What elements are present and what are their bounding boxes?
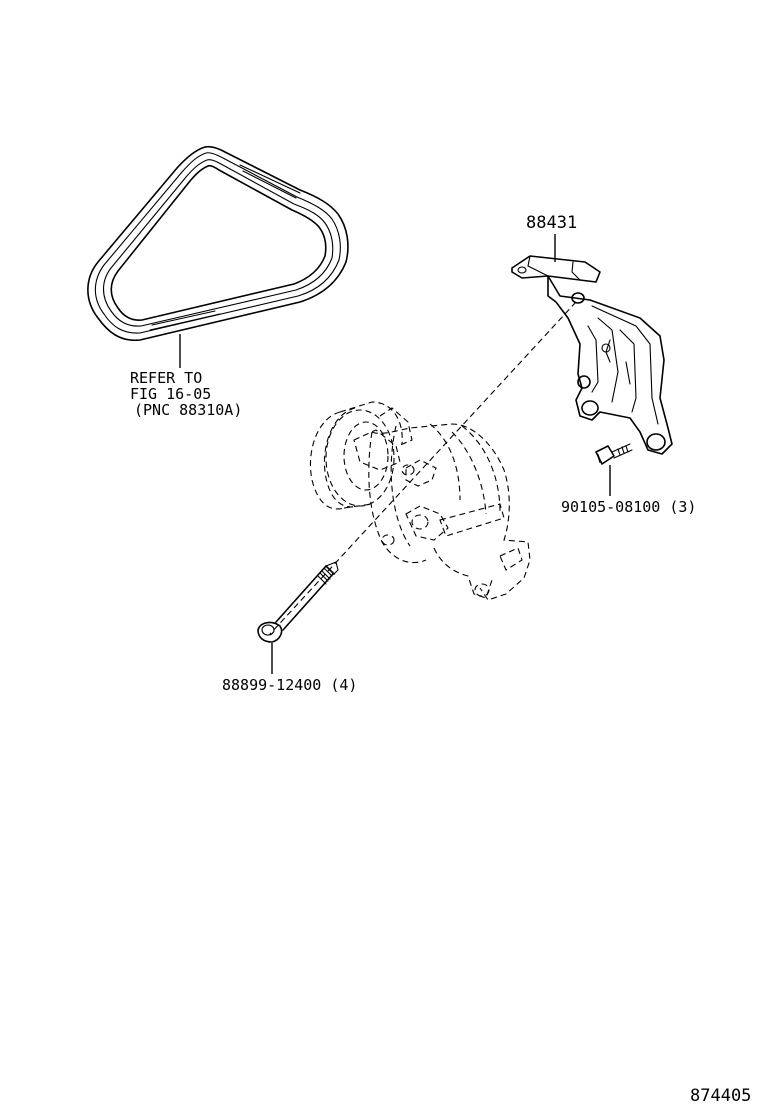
ac-compressor-phantom bbox=[309, 401, 531, 601]
belt-refer-line1: REFER TO bbox=[130, 369, 202, 387]
compressor-bracket[interactable] bbox=[511, 255, 673, 455]
assembly-center-line bbox=[269, 301, 577, 635]
compressor-bolt[interactable] bbox=[257, 561, 339, 643]
v-belt[interactable] bbox=[87, 145, 349, 342]
bracket-bolt[interactable] bbox=[595, 443, 633, 465]
belt-refer-line2: FIG 16-05 bbox=[130, 385, 211, 403]
bracket-part-number: 88431 bbox=[526, 213, 577, 233]
bracket-bolt-part-number: 90105-08100 (3) bbox=[561, 498, 696, 516]
belt-refer-line3: (PNC 88310A) bbox=[134, 401, 242, 419]
compressor-bolt-part-number: 88899-12400 (4) bbox=[222, 676, 357, 694]
illustration-number: 874405 bbox=[690, 1086, 751, 1106]
